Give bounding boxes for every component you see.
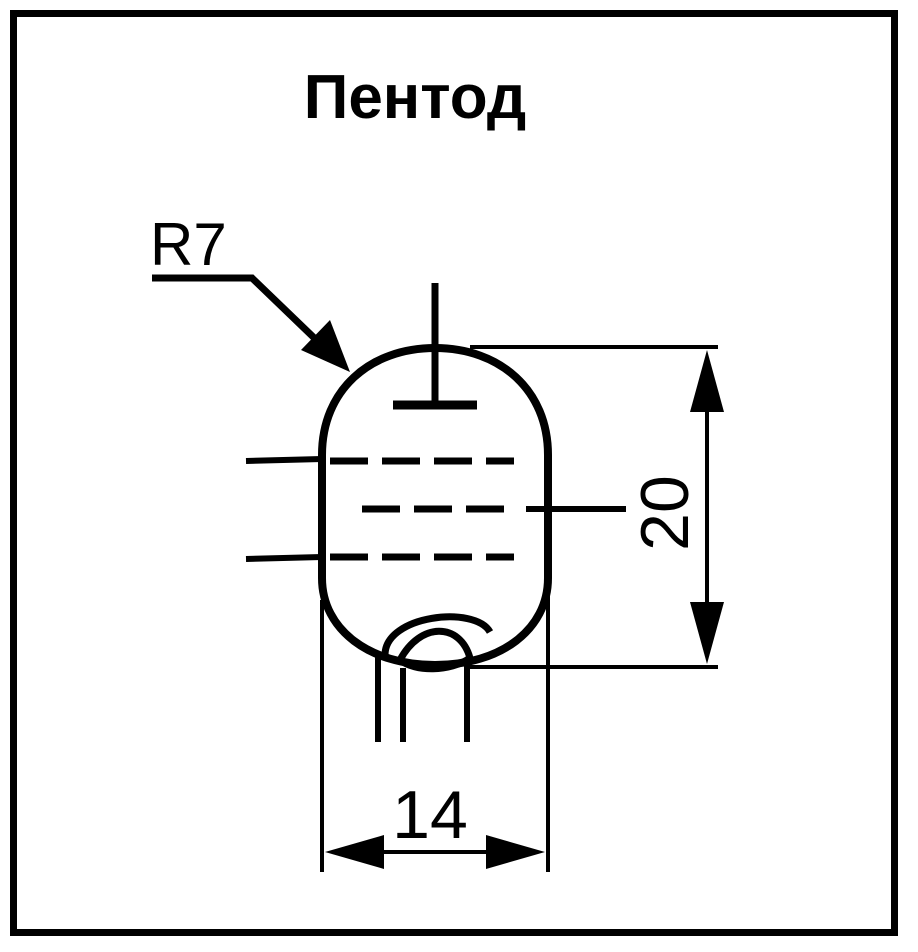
ref-label: R7 — [150, 211, 227, 278]
height-dimension-label: 20 — [627, 475, 703, 551]
diagram-frame — [10, 10, 898, 936]
ref-leader-line — [152, 274, 350, 372]
width-dimension — [320, 580, 550, 872]
control-grid — [245, 456, 514, 465]
tube-envelope — [318, 343, 552, 670]
anode-electrode — [393, 283, 477, 410]
width-dimension-label: 14 — [392, 777, 468, 853]
suppressor-grid — [245, 553, 514, 562]
cathode-heater — [375, 613, 494, 742]
diagram-title: Пентод — [304, 63, 526, 132]
height-dimension — [470, 345, 724, 669]
